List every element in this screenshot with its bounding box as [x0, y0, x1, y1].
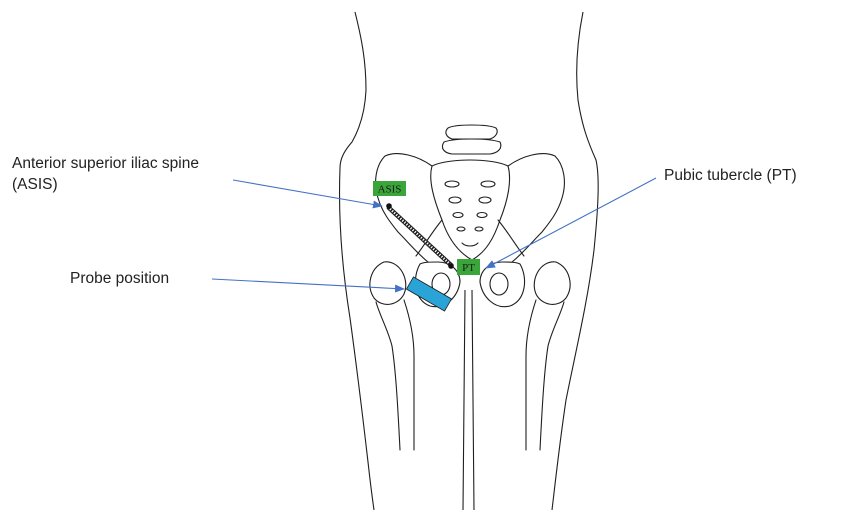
inner-left-thigh — [463, 290, 465, 510]
probe-arrow — [212, 279, 404, 289]
right-ilium — [498, 154, 564, 262]
body-left-contour — [339, 12, 374, 510]
asis-arrow — [233, 180, 382, 206]
pt-point — [448, 263, 454, 269]
pt-tag: PT — [457, 259, 480, 275]
femurs — [376, 300, 564, 450]
asis-label: Anterior superior iliac spine (ASIS) — [12, 153, 199, 195]
inner-right-thigh — [472, 290, 474, 510]
pt-tag-text: PT — [462, 262, 475, 274]
probe-label: Probe position — [70, 268, 169, 289]
asis-tag-text: ASIS — [378, 184, 402, 196]
asis-label-line1: Anterior superior iliac spine — [12, 153, 199, 174]
sacrum — [431, 160, 510, 260]
body-right-contour — [552, 12, 598, 510]
inguinal-ligament — [388, 207, 452, 266]
asis-label-line2: (ASIS) — [12, 174, 199, 195]
asis-tag: ASIS — [373, 181, 406, 196]
asis-point — [386, 203, 392, 209]
pt-arrow — [486, 178, 656, 268]
lumbar-vertebra — [442, 125, 500, 154]
pt-label: Pubic tubercle (PT) — [664, 165, 797, 186]
